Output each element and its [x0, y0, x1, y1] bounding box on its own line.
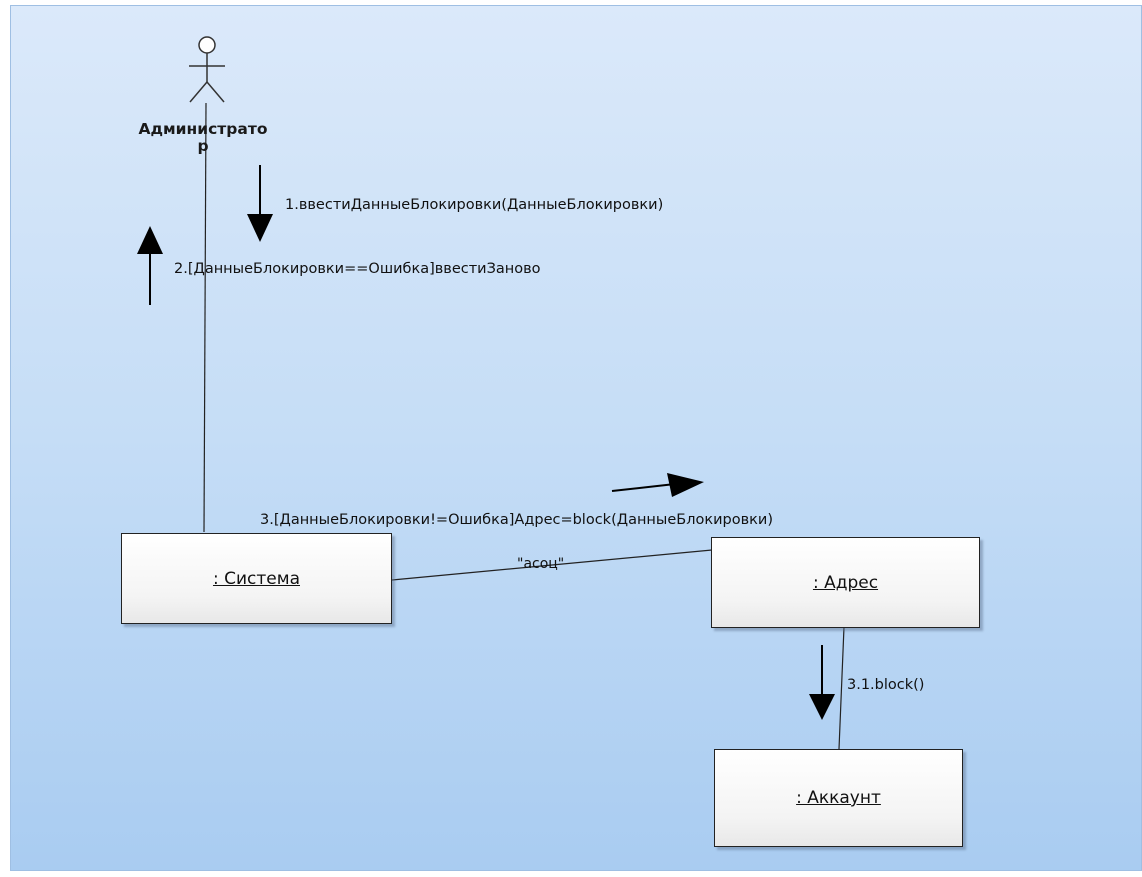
- actor-figure-icon[interactable]: [189, 36, 225, 103]
- actor-name-line2: р: [197, 137, 209, 155]
- object-system[interactable]: : Система: [121, 533, 392, 624]
- message-2-label: 2.[ДанныеБлокировки==Ошибка]ввестиЗаново: [174, 261, 541, 277]
- association-stereotype-label: "асоц": [517, 556, 565, 572]
- message-1-arrow: [247, 165, 273, 242]
- message-3-1-label: 3.1.block(): [847, 677, 925, 693]
- message-3-1-arrow: [809, 645, 835, 720]
- message-3-label: 3.[ДанныеБлокировки!=Ошибка]Адрес=block(…: [260, 512, 774, 528]
- diagram-canvas: [10, 5, 1142, 871]
- object-system-label: : Система: [212, 568, 300, 589]
- object-account-label: : Аккаунт: [796, 788, 881, 808]
- message-1-label: 1.ввестиДанныеБлокировки(ДанныеБлокировк…: [285, 197, 664, 213]
- object-account[interactable]: : Аккаунт: [714, 749, 963, 847]
- actor-name-line1: Администрато: [138, 120, 268, 138]
- actor-name: Администрато р: [88, 118, 318, 155]
- message-2-arrow: [137, 226, 163, 305]
- link-actor-system[interactable]: [203, 102, 207, 533]
- object-address-label: : Адрес: [812, 572, 879, 593]
- object-address[interactable]: : Адрес: [711, 537, 980, 628]
- link-system-address[interactable]: [391, 549, 713, 581]
- link-address-account[interactable]: [838, 626, 845, 750]
- message-3-arrow: [611, 473, 704, 497]
